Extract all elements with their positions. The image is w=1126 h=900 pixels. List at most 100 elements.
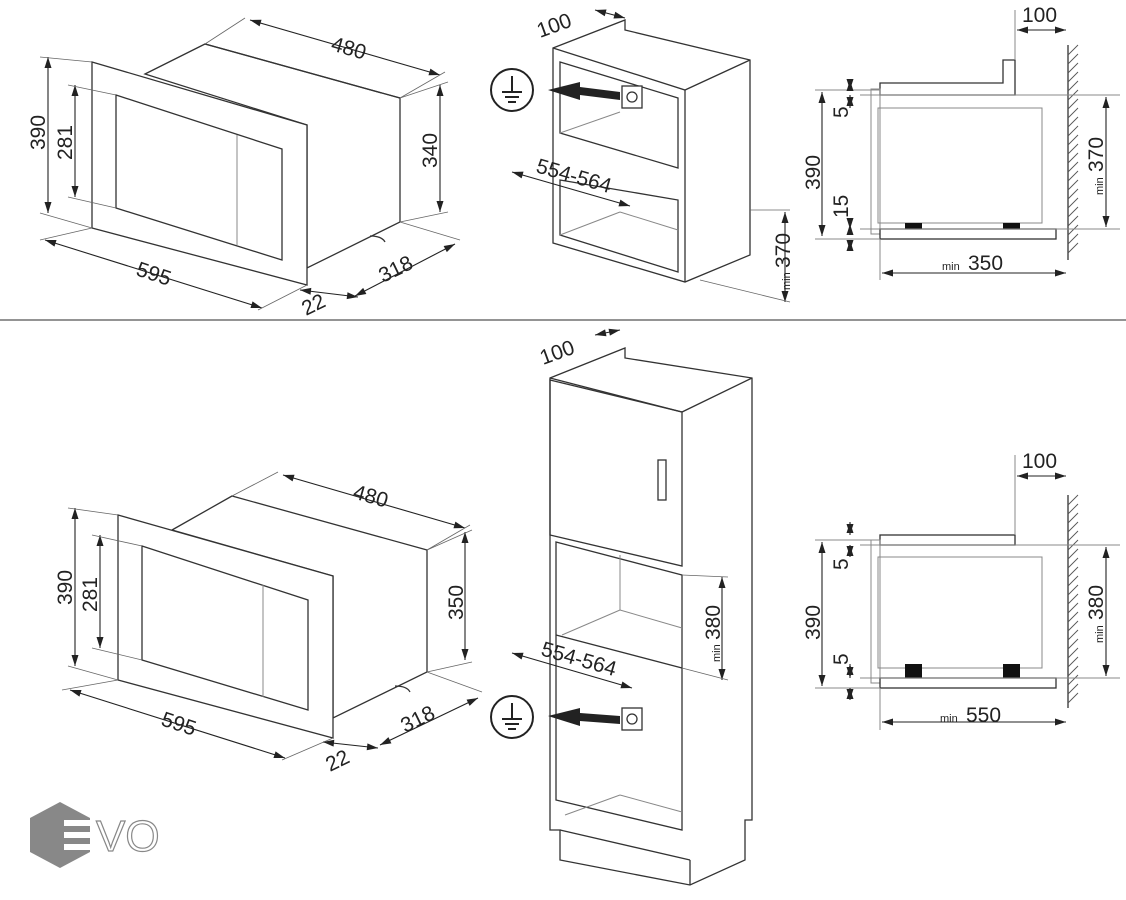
extension-line [426,661,473,673]
extension-line [61,679,119,691]
extension-line [681,667,729,681]
bottom-side-bottom-gap: 5 [830,653,853,665]
dimension-lines [39,9,1110,761]
dimension-line [379,697,479,746]
extension-line [681,574,729,578]
arrowhead [366,743,378,751]
arrowhead [461,649,469,660]
bottom-oven-body-height: 350 [445,585,468,620]
arrowhead [96,535,104,546]
extension-line [204,17,246,45]
arrowhead [818,675,826,686]
arrowhead [71,508,79,519]
bottom-oven-frame-depth: 22 [322,746,353,777]
arrowhead [882,269,893,277]
logo-text: VO [96,812,160,861]
arrowhead [512,171,524,179]
arrowhead [846,240,854,251]
arrowhead [71,186,79,197]
dimension-line [354,243,456,297]
bottom-side-depth: 550 [966,704,1001,727]
top-side-gap: 100 [1022,4,1057,27]
wall-hatch [1067,503,1079,515]
arrowhead [608,328,620,336]
arrowhead [44,202,52,213]
wall-hatch [1067,692,1079,704]
arrowhead [250,19,262,27]
wall-hatch [1067,233,1079,245]
top-oven-height: 390 [27,115,50,150]
arrowhead [346,292,358,300]
wall-hatch [1067,134,1079,146]
arrowhead [250,301,262,309]
wall-hatch [1067,215,1079,227]
wall-hatch [1067,674,1079,686]
wall-hatch [1067,512,1079,524]
arrowhead [818,542,826,553]
bottom-oven-drawing [117,495,428,739]
dimension-line [249,19,441,76]
arrowhead [595,329,607,337]
dimension-line [511,652,633,689]
dimension-line [69,689,286,759]
bottom-cabinet-drawing [548,347,753,886]
extension-line [39,227,93,241]
arrowhead [1102,547,1110,558]
extension-line [39,212,93,229]
extension-line [426,524,471,551]
arrowhead [283,474,295,482]
top-cabinet-min-label: min [781,272,793,290]
dimension-line [44,239,263,309]
arrowhead [436,85,444,96]
wall-hatch [1067,665,1079,677]
top-side-inner-height: 370 [1085,137,1108,172]
top-oven-drawing [91,43,401,286]
arrowhead [846,546,854,557]
top-oven-body-height: 340 [419,133,442,168]
arrowhead [45,239,57,247]
wall-hatch [1067,224,1079,236]
arrowhead [436,201,444,212]
arrowhead [512,652,524,660]
top-oven-frame-depth: 22 [298,290,329,321]
wall-hatch [1067,143,1079,155]
arrowhead [818,92,826,103]
bottom-oven-window-height: 281 [79,577,102,612]
wall-hatch [1067,80,1079,92]
extension-line [67,665,119,681]
wall-hatch [1067,530,1079,542]
wall-hatch [1067,53,1079,65]
arrowhead [300,287,312,295]
arrowhead [613,11,625,19]
bottom-side-inner-height: 380 [1085,585,1108,620]
wall-hatch [1067,242,1079,254]
arrowhead [1017,472,1028,480]
extension-line [399,211,449,223]
wall-hatch [1067,593,1079,605]
arrowhead [1055,269,1066,277]
arrowhead [1055,718,1066,726]
bottom-cabinet-min-label: min [711,644,723,662]
extension-line [426,671,483,693]
arrowhead [323,739,335,747]
arrowhead [466,698,478,706]
top-cabinet-height: 370 [772,233,795,268]
wall-hatch [1067,647,1079,659]
wall-hatch [1067,629,1079,641]
top-side-view [815,10,1120,280]
wall-hatch [1067,494,1079,506]
extension-line [426,529,473,551]
wall-hatch [1067,161,1079,173]
bottom-cabinet-height: 380 [702,605,725,640]
top-side-height: 390 [802,155,825,190]
wall-hatch [1067,206,1079,218]
top-side-bottom-gap: 15 [830,195,853,218]
arrowhead [846,80,854,91]
extension-line [399,71,446,99]
arrowhead [618,199,630,207]
arrowhead [882,718,893,726]
top-side-min-label: min [1094,177,1106,195]
arrowhead [1017,26,1028,34]
arrowhead [846,97,854,108]
